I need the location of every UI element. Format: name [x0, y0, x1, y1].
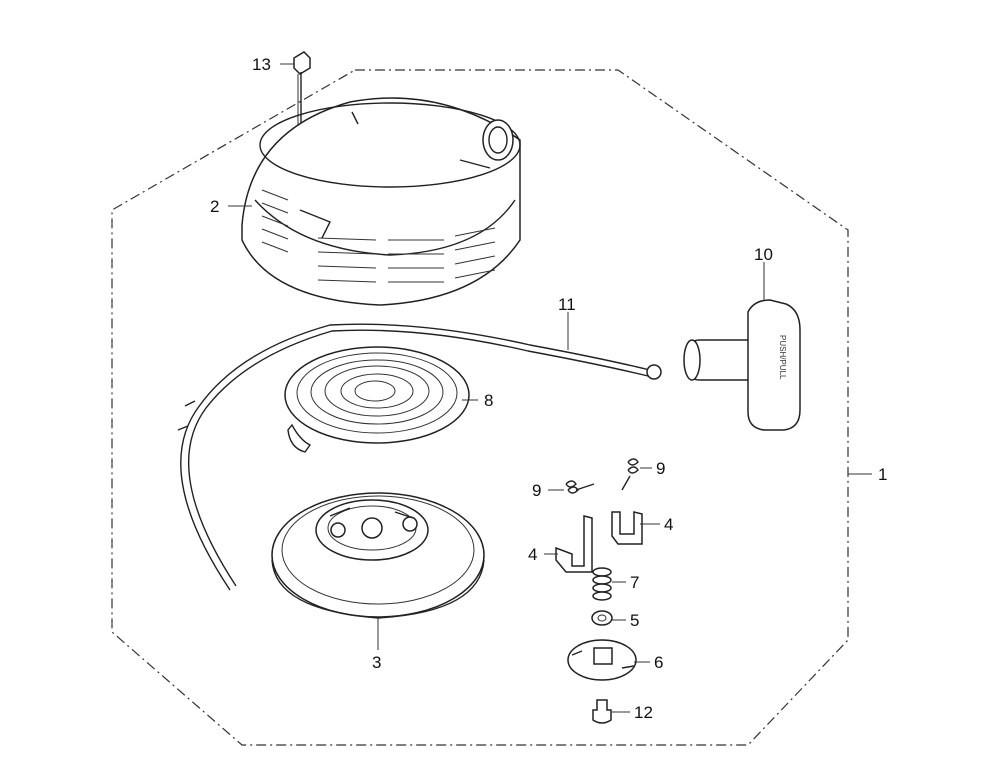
part-4-ratchet-pawl-a	[555, 515, 593, 573]
part-4-ratchet-pawl-b	[611, 511, 643, 545]
part-6-ratchet-guide	[567, 639, 637, 681]
part-9-pawl-spring-b	[621, 458, 639, 491]
part-12-screw	[592, 699, 612, 724]
callout-7: 7	[630, 573, 639, 592]
part-8-recoil-spring	[284, 346, 470, 453]
callout-9a: 9	[532, 481, 541, 500]
case-vent-slots	[261, 189, 496, 283]
part-11-starter-rope	[177, 323, 662, 591]
part-7-friction-spring	[592, 567, 612, 601]
callout-3: 3	[372, 653, 381, 672]
callout-11: 11	[558, 295, 576, 314]
callout-12: 12	[634, 703, 653, 722]
callout-2: 2	[210, 197, 219, 216]
part-2-starter-case	[241, 97, 521, 306]
callout-6: 6	[654, 653, 663, 672]
callout-1: 1	[878, 465, 887, 484]
callout-4b: 4	[664, 515, 673, 534]
callout-4a: 4	[528, 545, 537, 564]
callout-9b: 9	[656, 459, 665, 478]
leader-lines	[228, 63, 872, 713]
part-10-starter-grip: PUSH/PULL	[683, 299, 801, 431]
callout-10: 10	[754, 245, 773, 264]
grip-handle-text: PUSH/PULL	[778, 335, 787, 380]
callout-8: 8	[484, 391, 493, 410]
callout-5: 5	[630, 611, 639, 630]
part-9-pawl-spring-a	[565, 480, 595, 494]
part-3-starter-reel	[271, 492, 485, 619]
callout-13: 13	[252, 55, 271, 74]
part-5-washer	[591, 610, 613, 626]
